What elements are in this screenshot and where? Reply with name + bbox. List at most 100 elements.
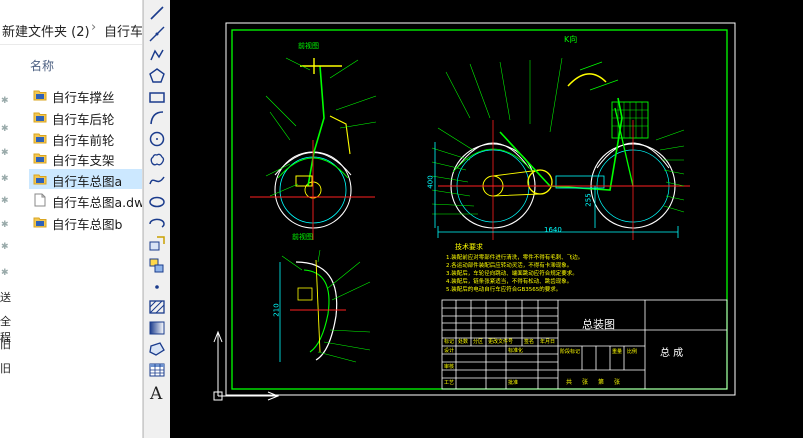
ucs-icon (213, 330, 280, 401)
circle-icon[interactable] (145, 129, 169, 149)
title-block-sheet: 第 (598, 379, 605, 386)
drawing-svg (213, 22, 736, 401)
breadcrumb: 新建文件夹 (2) › 自行车 (0, 14, 142, 45)
file-name: 自行车总图b (52, 217, 123, 232)
pin-icon: ✱ (1, 196, 9, 206)
assembly-label: 总 成 (660, 348, 684, 359)
make-block-icon[interactable] (145, 255, 169, 275)
tech-note: 4.装配后，链条张紧适当，不得有松动、跳齿现象。 (446, 279, 573, 285)
nav-item-label[interactable]: 旧 (0, 362, 11, 375)
navigation-pane-edge: ✱ ✱ ✱ ✱ ✱ ✱ ✱ ✱ 送 全程 旧 旧 (0, 70, 14, 438)
title-block-row: 工艺 (444, 380, 455, 386)
rear-view (279, 249, 371, 363)
title-block-mid: 批准 (508, 380, 519, 386)
folder-icon (33, 112, 47, 123)
k-arrow-label: K向 (564, 35, 578, 44)
list-item[interactable]: 自行车支架 (29, 148, 142, 168)
line-icon[interactable] (145, 3, 169, 23)
title-block-stage: 阶段标记 (560, 349, 581, 355)
title-block-head: 处数 (458, 339, 469, 345)
gradient-icon[interactable] (145, 318, 169, 338)
front-view (431, 57, 690, 240)
dimension-length: 1640 (544, 226, 562, 234)
arc-icon[interactable] (145, 108, 169, 128)
breadcrumb-item-folder[interactable]: 新建文件夹 (2) (2, 25, 90, 40)
title-block-stage: 重量 (612, 349, 623, 355)
file-name: 自行车支架 (52, 153, 115, 168)
mtext-icon[interactable]: A (150, 384, 163, 404)
ellipse-icon[interactable] (145, 192, 169, 212)
breadcrumb-separator-icon: › (91, 20, 97, 35)
hatch-icon[interactable] (145, 297, 169, 317)
file-name: 自行车总图a (52, 174, 123, 189)
title-block-row: 审核 (444, 364, 455, 370)
title-block-sheet: 张 (614, 379, 621, 386)
list-item[interactable]: 自行车后轮 (29, 107, 142, 127)
tech-note: 1.装配前应对零部件进行清洗，零件不得有毛刺、飞边。 (446, 255, 584, 261)
rectangle-icon[interactable] (145, 87, 169, 107)
title-block-row: 设计 (444, 348, 455, 354)
dimension-fender-width: 210 (272, 303, 281, 317)
folder-icon (33, 153, 47, 164)
title-block-mid: 标准化 (508, 348, 524, 354)
pin-icon: ✱ (1, 220, 9, 230)
file-name: 自行车总图a.dwl (52, 195, 143, 210)
title-block-head: 更改文件号 (488, 339, 514, 345)
dimension-height: 255 (584, 193, 593, 207)
folder-icon (33, 90, 47, 101)
polygon-icon[interactable] (145, 66, 169, 86)
pin-icon: ✱ (1, 148, 9, 158)
folder-icon (33, 217, 47, 228)
column-header-name[interactable]: 名称 (30, 59, 55, 73)
pin-icon: ✱ (1, 174, 9, 184)
pin-icon: ✱ (1, 242, 9, 252)
sheet-outer-border (225, 22, 736, 396)
title-block-head: 年月日 (540, 339, 556, 345)
dimension-wheel-height: 400 (426, 175, 435, 189)
sheet-inner-border (231, 29, 728, 390)
region-icon[interactable] (145, 339, 169, 359)
polyline-icon[interactable] (145, 45, 169, 65)
list-item[interactable]: 自行车总图b (29, 212, 142, 232)
pin-icon: ✱ (1, 124, 9, 134)
list-item[interactable]: 自行车前轮 (29, 128, 142, 148)
title-block-head: 签名 (524, 339, 535, 345)
drawing-canvas[interactable]: 前视图 K向 前视图 1640 255 400 210 技术要求 1.装配前应对… (170, 0, 803, 438)
nav-item-label[interactable]: 旧 (0, 338, 11, 351)
folder-icon (33, 133, 47, 144)
draw-toolbar: A (143, 0, 171, 438)
table-icon[interactable] (145, 360, 169, 380)
construction-line-icon[interactable] (145, 24, 169, 44)
title-block-sheet: 共 (566, 379, 573, 386)
title-block-head: 标记 (444, 339, 455, 345)
point-icon[interactable] (145, 276, 169, 296)
file-icon (34, 193, 46, 207)
folder-icon (33, 174, 47, 185)
breadcrumb-item-bicycle[interactable]: 自行车 (104, 25, 143, 40)
title-block-sheet: 张 (582, 379, 589, 386)
tech-note: 2.各运动部件装配后应转动灵活，不得有卡滞现象。 (446, 263, 573, 269)
nav-item-label[interactable]: 全程 (0, 315, 11, 344)
ellipse-arc-icon[interactable] (145, 213, 169, 233)
tech-note: 5.装配后的电动自行车应符合GB3565的要求。 (446, 287, 562, 293)
nav-item-label[interactable]: 送 (0, 291, 11, 304)
file-name: 自行车后轮 (52, 112, 115, 127)
side-view (250, 57, 377, 240)
drawing-name: 总装图 (582, 318, 615, 331)
pin-icon: ✱ (1, 268, 9, 278)
rear-view-title: 前视图 (292, 233, 313, 241)
title-block-stage: 比例 (627, 349, 638, 355)
title-block (441, 299, 728, 390)
list-item[interactable]: 自行车撑丝 (29, 85, 142, 105)
spline-icon[interactable] (145, 171, 169, 191)
list-item-selected[interactable]: 自行车总图a (29, 169, 142, 189)
file-name: 自行车前轮 (52, 133, 115, 148)
revision-cloud-icon[interactable] (145, 150, 169, 170)
file-explorer-pane: 新建文件夹 (2) › 自行车 名称 ✱ ✱ ✱ ✱ ✱ ✱ ✱ ✱ 送 全程 … (0, 0, 143, 438)
pin-icon: ✱ (1, 96, 9, 106)
tech-requirements-title: 技术要求 (455, 243, 483, 251)
title-block-head: 分区 (473, 339, 484, 345)
insert-block-icon[interactable] (145, 234, 169, 254)
tech-note: 3.装配后，车轮径向跳动、端面跳动应符合规定要求。 (446, 271, 578, 277)
list-item[interactable]: 自行车总图a.dwl (29, 190, 142, 210)
